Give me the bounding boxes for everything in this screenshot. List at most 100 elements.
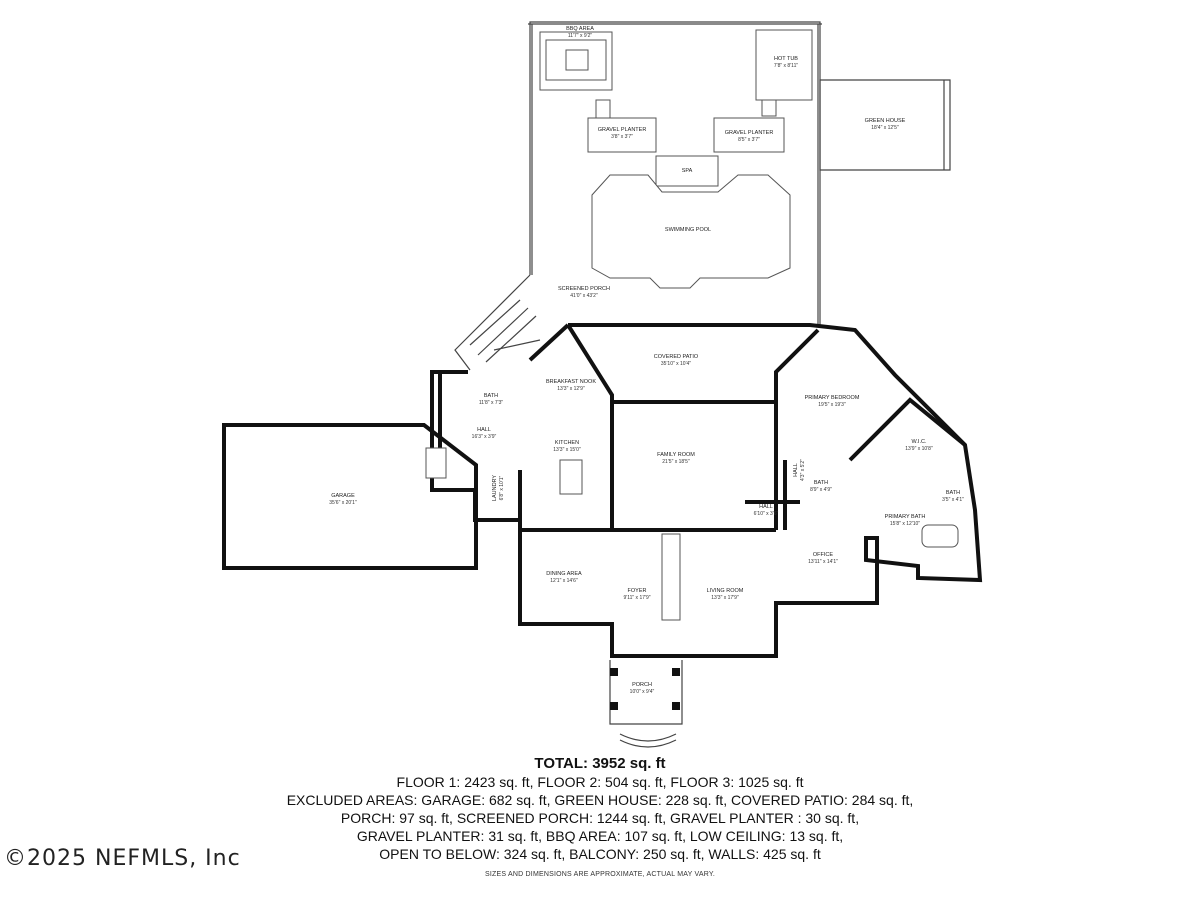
summary-line: FLOOR 1: 2423 sq. ft, FLOOR 2: 504 sq. f… [396,774,804,790]
room-dimensions: 12'1" x 14'6" [550,578,578,584]
area-summary: TOTAL: 3952 sq. ft FLOOR 1: 2423 sq. ft,… [0,754,1200,863]
room-name: BATH [484,393,498,399]
room-dimensions: 3'5" x 4'1" [942,497,964,503]
room-name: BATH [946,490,960,496]
room-name: BBQ AREA [566,26,594,32]
room-dimensions: 35'10" x 10'4" [661,361,691,367]
kitchen-island [559,459,583,495]
room-name: BATH [814,480,828,486]
summary-line: OPEN TO BELOW: 324 sq. ft, BALCONY: 250 … [379,846,821,862]
summary-line: PORCH: 97 sq. ft, SCREENED PORCH: 1244 s… [340,810,860,826]
room-name: PRIMARY BATH [885,514,926,520]
room-dimensions: 41'0" x 43'2" [570,293,598,299]
room-dimensions: 13'3" x 17'9" [711,595,739,601]
room-name: GARAGE [331,493,355,499]
room-name: LAUNDRY [492,475,498,502]
room-name: SPA [682,168,693,174]
summary-line: EXCLUDED AREAS: GARAGE: 682 sq. ft, GREE… [286,792,914,808]
room-dimensions: 10'0" x 9'4" [630,689,655,695]
room-wic: W.I.C.13'9" x 10'8" [905,439,933,452]
bathtub-icon [921,524,959,548]
hot-tub-shape [755,29,813,117]
room-dimensions: 13'9" x 10'8" [905,446,933,452]
room-name: PORCH [632,682,652,688]
room-dimensions: 16'3" x 3'9" [472,434,497,440]
room-dimensions: 13'3" x 12'9" [557,386,585,392]
room-name: HALL [477,427,491,433]
bbq-area-shape [539,31,613,119]
room-dimensions: 8'9" x 4'9" [810,487,832,493]
room-dimensions: 11'7" x 9'2" [568,33,592,39]
room-dimensions: 18'4" x 12'5" [871,125,899,131]
room-name: BREAKFAST NOOK [546,379,596,385]
room-dimensions: 21'5" x 18'5" [662,459,690,465]
room-name: SCREENED PORCH [558,286,610,292]
room-dimensions: 19'5" x 19'3" [818,402,846,408]
room-dimensions: 8'5" x 3'7" [738,137,760,143]
room-name: HALL [759,504,773,510]
porch-shape [609,660,683,748]
swimming-pool-shape [591,174,791,289]
screened-porch-outline [454,21,822,371]
room-dimensions: 13'3" x 15'0" [553,447,581,453]
room-swimming-pool: SWIMMING POOL [665,227,711,233]
room-dimensions: 7'8" x 8'11" [774,63,798,69]
room-name: HALL [793,463,799,477]
room-dimensions: 35'6" x 20'1" [329,500,357,506]
room-dimensions: 4'3" x 5'2" [800,459,806,481]
room-name: GREEN HOUSE [865,118,906,124]
room-name: KITCHEN [555,440,579,446]
stairs [425,447,681,621]
room-name: DINING AREA [546,571,582,577]
room-dimensions: 9'11" x 17'9" [623,595,650,601]
room-name: COVERED PATIO [654,354,699,360]
room-name: PRIMARY BEDROOM [805,395,860,401]
room-dimensions: 11'8" x 7'3" [479,400,503,406]
green-house-shape [819,79,951,171]
room-name: GRAVEL PLANTER [725,130,774,136]
room-name: FOYER [628,588,647,594]
room-name: OFFICE [813,552,833,558]
room-name: FAMILY ROOM [657,452,695,458]
room-name: HOT TUB [774,56,798,62]
room-spa: SPA [682,168,693,174]
room-name: LIVING ROOM [707,588,744,594]
room-dimensions: 6'8" x 10'1" [499,475,505,500]
copyright-watermark: ©2025 NEFMLS, Inc [4,846,241,871]
spa-shape [655,155,719,187]
garage-shape [222,423,478,570]
room-name: GRAVEL PLANTER [598,127,647,133]
house-walls [430,323,983,658]
room-name: SWIMMING POOL [665,227,711,233]
room-dimensions: 3'8" x 3'7" [611,134,633,140]
disclaimer: SIZES AND DIMENSIONS ARE APPROXIMATE, AC… [485,871,715,878]
room-dimensions: 13'11" x 14'1" [808,559,838,565]
gravel-planter-left-shape [587,117,657,153]
room-dimensions: 6'10" x 3'6" [754,511,779,517]
summary-line: GRAVEL PLANTER: 31 sq. ft, BBQ AREA: 107… [356,828,844,844]
room-dimensions: 15'8" x 12'10" [890,521,920,527]
